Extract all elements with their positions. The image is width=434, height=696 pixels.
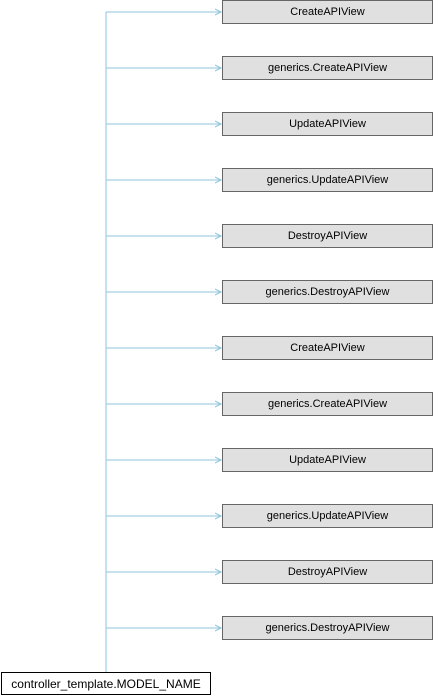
edge-arrowhead xyxy=(214,456,223,464)
base-class-node[interactable]: generics.UpdateAPIView xyxy=(222,504,433,528)
base-class-node[interactable]: CreateAPIView xyxy=(222,336,433,360)
edge-arrowhead xyxy=(214,512,223,520)
edge-arrowhead xyxy=(214,400,223,408)
edge-arrowhead xyxy=(214,8,223,16)
base-class-node[interactable]: generics.UpdateAPIView xyxy=(222,168,433,192)
edge-arrowhead xyxy=(214,344,223,352)
base-class-node[interactable]: DestroyAPIView xyxy=(222,560,433,584)
edge-arrowhead xyxy=(214,64,223,72)
edge-arrowhead xyxy=(214,176,223,184)
base-class-node[interactable]: DestroyAPIView xyxy=(222,224,433,248)
base-class-node[interactable]: generics.DestroyAPIView xyxy=(222,280,433,304)
edge-arrowhead xyxy=(214,232,223,240)
edge-arrowhead xyxy=(214,120,223,128)
edge-arrowhead xyxy=(214,288,223,296)
edge-arrowhead xyxy=(214,568,223,576)
base-class-node[interactable]: generics.CreateAPIView xyxy=(222,56,433,80)
base-class-node[interactable]: CreateAPIView xyxy=(222,0,433,24)
base-class-node[interactable]: generics.CreateAPIView xyxy=(222,392,433,416)
base-class-node[interactable]: UpdateAPIView xyxy=(222,448,433,472)
base-class-node[interactable]: generics.DestroyAPIView xyxy=(222,616,433,640)
base-class-node[interactable]: UpdateAPIView xyxy=(222,112,433,136)
edge-arrowhead xyxy=(214,624,223,632)
root-class-node[interactable]: controller_template.MODEL_NAME xyxy=(1,672,211,695)
